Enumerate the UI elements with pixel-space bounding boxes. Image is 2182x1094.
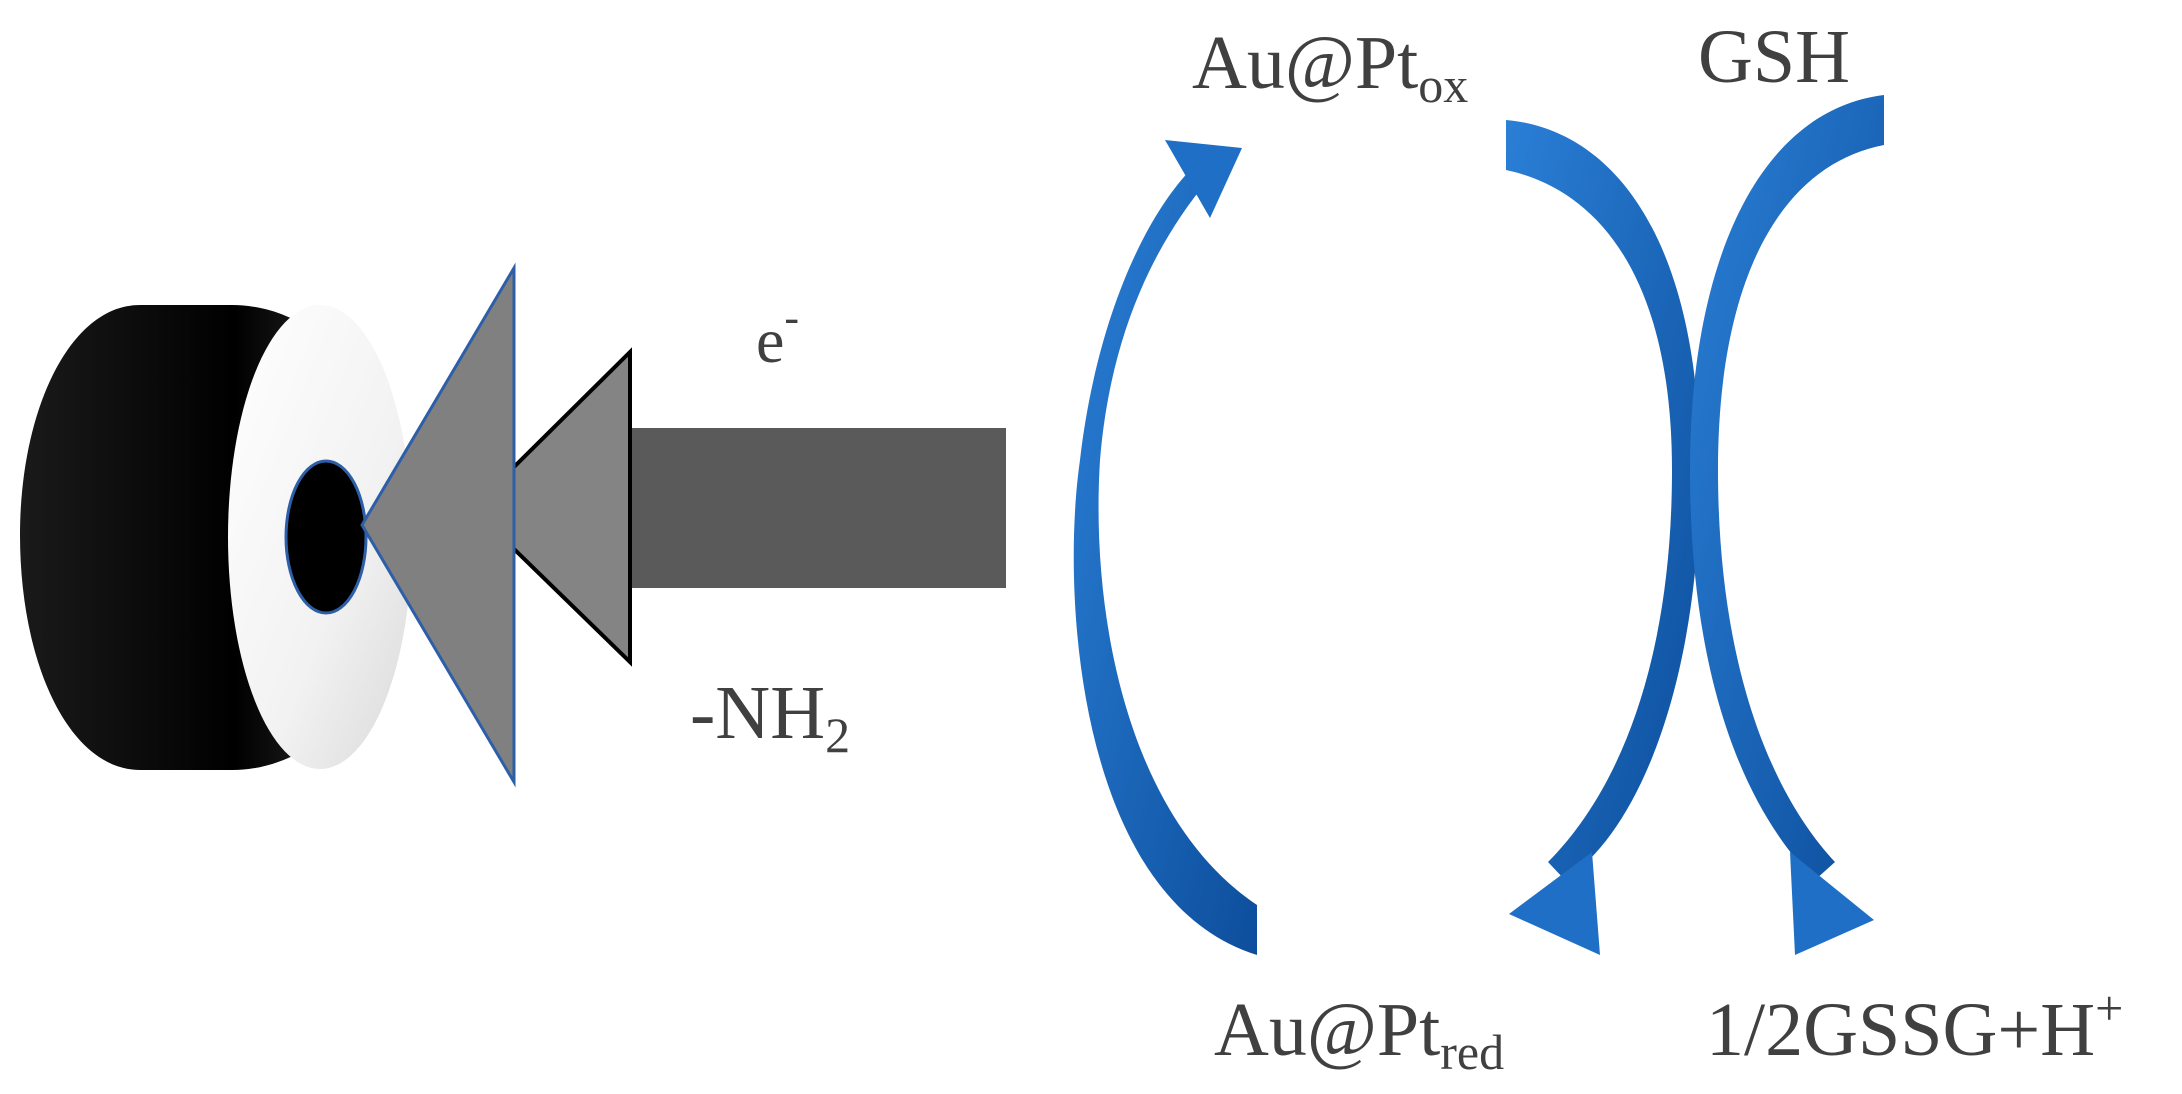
reduction-arrow (1506, 120, 1700, 955)
reduced-label: Au@Ptred (1214, 988, 1504, 1080)
oxidation-arrow (1690, 95, 1884, 955)
reduction-arrow-head (1509, 852, 1600, 955)
arrow-head-back (511, 347, 632, 667)
amine-label: -NH2 (690, 671, 850, 763)
oxidation-arrow-head (1790, 852, 1874, 955)
electrode (20, 305, 412, 770)
disulfide-label: 1/2GSSG+H+ (1706, 980, 2123, 1072)
regeneration-arrow-head (1165, 140, 1242, 218)
electron-label: e- (756, 293, 799, 376)
oxidation-arrow-body (1690, 95, 1884, 880)
reduction-arrow-body (1506, 120, 1700, 880)
thiol-label: GSH (1698, 15, 1850, 99)
arrow-shaft (620, 428, 1006, 588)
arrow-head-front (360, 262, 516, 788)
oxidized-label: Au@Ptox (1192, 21, 1468, 113)
regeneration-arrow-body (1073, 165, 1257, 955)
regeneration-arrow (1073, 140, 1257, 955)
electrode-core (284, 459, 368, 615)
electron-transfer-arrow (360, 262, 1006, 788)
